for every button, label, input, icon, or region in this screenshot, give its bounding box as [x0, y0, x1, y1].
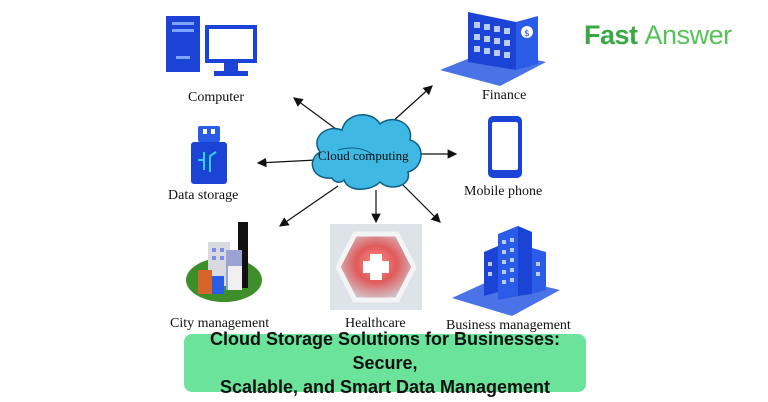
brand-logo-part2: Answer [644, 20, 733, 50]
caption-line-2: Scalable, and Smart Data Management [219, 377, 551, 397]
node-label-mobile-phone: Mobile phone [464, 184, 543, 199]
node-label-business-management: Business management [446, 318, 571, 333]
cloud-center-label: Cloud computing [318, 148, 409, 163]
city-buildings-icon [186, 222, 262, 302]
svg-text:$: $ [524, 29, 530, 39]
usb-drive-icon [191, 126, 227, 184]
node-label-city-management: City management [170, 316, 270, 331]
node-label-healthcare: Healthcare [345, 316, 406, 331]
arrow-to-computer [293, 97, 341, 133]
brand-logo: Fast Answer [584, 20, 732, 51]
caption-banner: Cloud Storage Solutions for Businesses: … [184, 329, 586, 397]
medical-cross-icon [330, 224, 422, 310]
desktop-computer-icon [166, 16, 257, 76]
arrow-to-data-storage [256, 157, 317, 168]
node-label-finance: Finance [482, 88, 527, 103]
smartphone-icon [488, 116, 522, 178]
arrow-to-city-management [279, 185, 339, 227]
connector-arrows [256, 85, 458, 227]
cloud-icon [311, 114, 422, 190]
brand-logo-part1: Fast [584, 20, 638, 50]
node-label-data-storage: Data storage [168, 188, 239, 203]
bank-building-icon: $ [440, 12, 546, 86]
arrow-to-business-management [401, 183, 441, 223]
node-label-computer: Computer [188, 90, 244, 105]
caption-line-1: Cloud Storage Solutions for Businesses: … [209, 329, 561, 373]
arrow-to-finance [391, 85, 433, 123]
office-tower-icon [452, 226, 560, 316]
